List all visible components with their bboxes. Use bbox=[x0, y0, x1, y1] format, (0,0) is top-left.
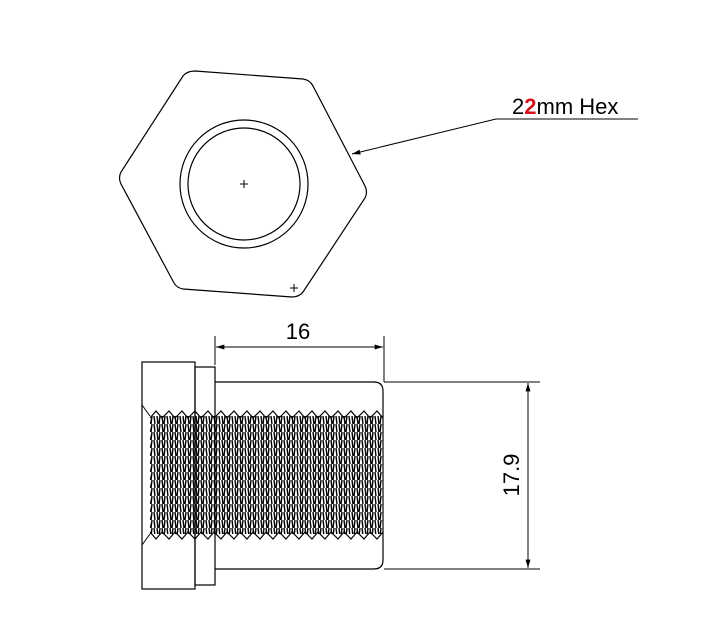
diameter-dimension: 17.9 bbox=[384, 381, 540, 570]
hex-outline bbox=[118, 70, 368, 298]
thread-crest-bottom bbox=[149, 531, 384, 540]
threaded-body bbox=[215, 381, 384, 570]
hex-callout: 22mm Hex bbox=[351, 94, 638, 155]
diameter-dimension-value: 17.9 bbox=[499, 454, 524, 497]
length-dimension: 16 bbox=[214, 319, 385, 382]
thread-crest-top bbox=[149, 410, 384, 419]
vertex-mark bbox=[290, 284, 298, 292]
bore-inner-circle bbox=[187, 127, 301, 241]
hex-size-label: 22mm Hex bbox=[512, 94, 618, 119]
length-dimension-value: 16 bbox=[286, 319, 310, 344]
bore-outer-circle bbox=[179, 119, 309, 249]
fitting-side-view bbox=[141, 361, 384, 590]
hex-size-highlight: 2 bbox=[524, 94, 536, 119]
flange bbox=[194, 366, 216, 586]
center-mark bbox=[240, 180, 248, 188]
hex-end-view bbox=[118, 70, 368, 298]
thread-region bbox=[150, 416, 383, 534]
